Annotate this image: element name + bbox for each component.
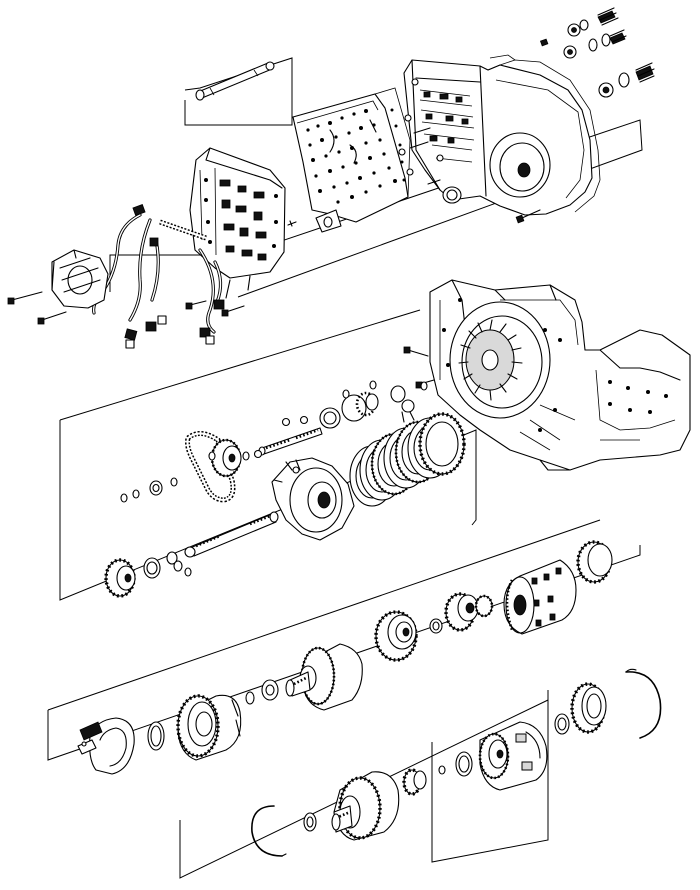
filter-screen [287, 209, 342, 233]
harness-rail [159, 219, 207, 241]
pressure-switch-assembly [51, 249, 109, 309]
bushing-set [319, 380, 428, 429]
small-seals-row [120, 451, 250, 503]
final-drive-group [251, 668, 662, 857]
needle-bearing [402, 768, 427, 796]
valve-body-group [7, 7, 655, 349]
drive-sprocket [210, 438, 242, 478]
springs-and-plugs [539, 7, 655, 98]
drive-chain [185, 431, 236, 503]
clutch-and-gearset-group [77, 540, 613, 775]
oil-pump-housing [271, 457, 355, 541]
thrust-washer-right [554, 713, 570, 735]
reverse-band [576, 540, 613, 584]
lower-valve-body [189, 147, 286, 299]
driven-sprocket [104, 551, 192, 598]
mounting-bolts-left [7, 291, 245, 325]
input-clutch-drum [503, 559, 577, 635]
output-shaft [184, 511, 279, 558]
reaction-drum [176, 694, 242, 761]
snap-ring-mid [147, 721, 165, 751]
final-drive-sun-gear [331, 771, 400, 841]
case-and-drive-chain-group [104, 279, 691, 598]
sun-gear-drum [245, 643, 363, 711]
large-snap-ring [625, 668, 662, 739]
transaxle-case [403, 279, 691, 471]
clutch-hub [374, 610, 418, 662]
turbine-shaft [253, 415, 323, 459]
clutch-plate-stack [349, 412, 466, 507]
final-drive-ring-gear [570, 682, 607, 734]
planetary-carrier [429, 592, 494, 634]
differential-washers [438, 751, 473, 777]
thrust-washer-small [303, 812, 317, 832]
lower-snap-ring [251, 805, 287, 857]
valve-body-separator-plate [292, 93, 409, 223]
intermediate-band [77, 717, 135, 775]
spacer-plate [374, 87, 411, 198]
wiring-harness [92, 204, 225, 349]
upper-valve-body [398, 54, 601, 224]
manual-valve-rod [195, 61, 275, 101]
differential-case [478, 721, 548, 791]
